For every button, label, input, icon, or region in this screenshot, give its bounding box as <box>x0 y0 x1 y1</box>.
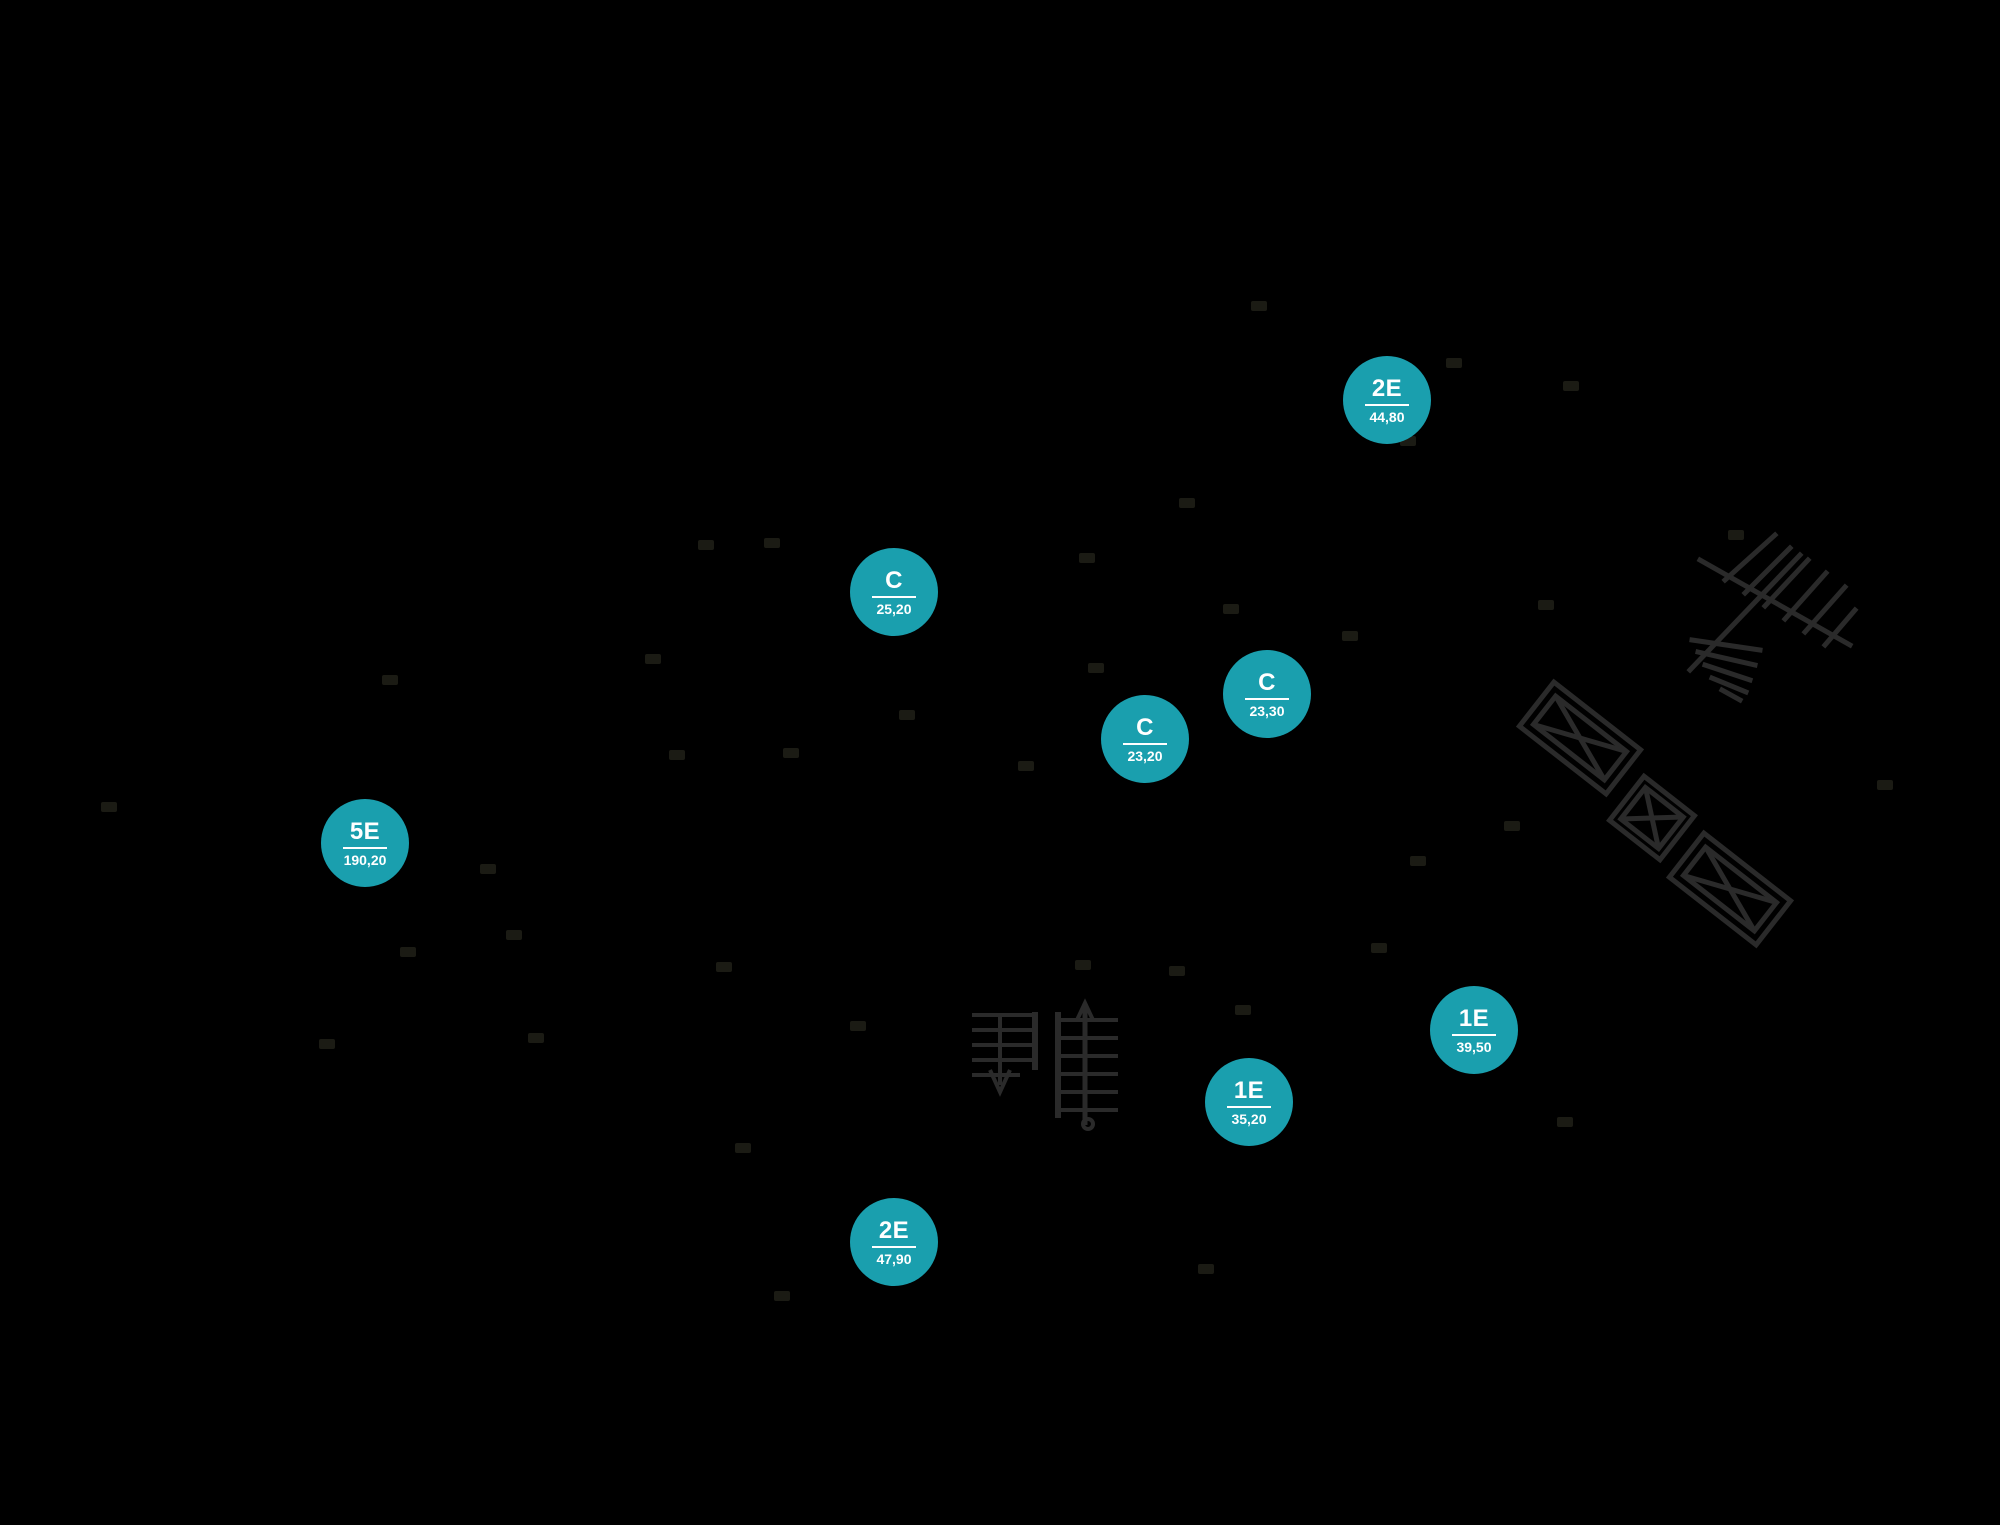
unit-badge: 2E 44,80 <box>1343 356 1431 444</box>
unit-code: C <box>1136 713 1154 741</box>
unit-divider <box>872 1245 916 1248</box>
label-marker <box>1075 960 1091 970</box>
unit-area: 47,90 <box>876 1250 912 1267</box>
label-marker <box>382 675 398 685</box>
label-marker <box>1088 663 1104 673</box>
unit-badge: 1E 39,50 <box>1430 986 1518 1074</box>
unit-divider <box>1245 697 1289 700</box>
label-marker <box>1563 381 1579 391</box>
unit-badge: 1E 35,20 <box>1205 1058 1293 1146</box>
label-marker <box>1504 821 1520 831</box>
window-icon-2 <box>1606 772 1698 864</box>
label-marker <box>850 1021 866 1031</box>
label-marker <box>400 947 416 957</box>
label-marker <box>698 540 714 550</box>
unit-area: 23,20 <box>1127 747 1163 764</box>
label-marker <box>1251 301 1267 311</box>
label-marker <box>774 1291 790 1301</box>
unit-code: C <box>885 566 903 594</box>
label-marker <box>1342 631 1358 641</box>
label-marker <box>101 802 117 812</box>
unit-badge: 5E 190,20 <box>321 799 409 887</box>
label-marker <box>319 1039 335 1049</box>
label-marker <box>645 654 661 664</box>
unit-code: 2E <box>1371 374 1403 402</box>
label-marker <box>1400 436 1416 446</box>
unit-code: 2E <box>878 1216 910 1244</box>
label-marker <box>528 1033 544 1043</box>
label-marker <box>1538 600 1554 610</box>
label-marker <box>1371 943 1387 953</box>
unit-divider <box>1365 403 1409 406</box>
stair-icon-lower <box>972 998 1118 1131</box>
window-icon-1 <box>1515 678 1645 798</box>
unit-area: 44,80 <box>1369 408 1405 425</box>
unit-area: 23,30 <box>1249 702 1285 719</box>
label-marker <box>1235 1005 1251 1015</box>
label-marker <box>1446 358 1462 368</box>
window-icon-3 <box>1665 829 1795 949</box>
label-marker <box>1410 856 1426 866</box>
unit-area: 35,20 <box>1231 1110 1267 1127</box>
label-marker <box>669 750 685 760</box>
label-marker <box>506 930 522 940</box>
unit-badge: C 23,30 <box>1223 650 1311 738</box>
label-marker <box>1169 966 1185 976</box>
unit-code: 1E <box>1233 1076 1265 1104</box>
label-marker <box>1223 604 1239 614</box>
label-marker <box>735 1143 751 1153</box>
label-marker <box>764 538 780 548</box>
label-marker <box>1179 498 1195 508</box>
label-marker <box>1079 553 1095 563</box>
label-marker <box>1728 530 1744 540</box>
unit-divider <box>872 595 916 598</box>
unit-divider <box>1123 742 1167 745</box>
label-marker <box>899 710 915 720</box>
unit-code: C <box>1258 668 1276 696</box>
unit-divider <box>1452 1033 1496 1036</box>
unit-badge: 2E 47,90 <box>850 1198 938 1286</box>
stair-icon-upper <box>1686 531 1859 704</box>
label-marker <box>716 962 732 972</box>
label-marker <box>480 864 496 874</box>
label-marker <box>1198 1264 1214 1274</box>
unit-code: 1E <box>1458 1004 1490 1032</box>
label-marker <box>783 748 799 758</box>
label-marker <box>1018 761 1034 771</box>
unit-badge: C 23,20 <box>1101 695 1189 783</box>
unit-code: 5E <box>349 817 381 845</box>
label-marker <box>1557 1117 1573 1127</box>
unit-divider <box>343 846 387 849</box>
unit-divider <box>1227 1105 1271 1108</box>
unit-area: 25,20 <box>876 600 912 617</box>
label-marker <box>1877 780 1893 790</box>
unit-area: 39,50 <box>1456 1038 1492 1055</box>
unit-badge: C 25,20 <box>850 548 938 636</box>
unit-area: 190,20 <box>343 851 387 868</box>
